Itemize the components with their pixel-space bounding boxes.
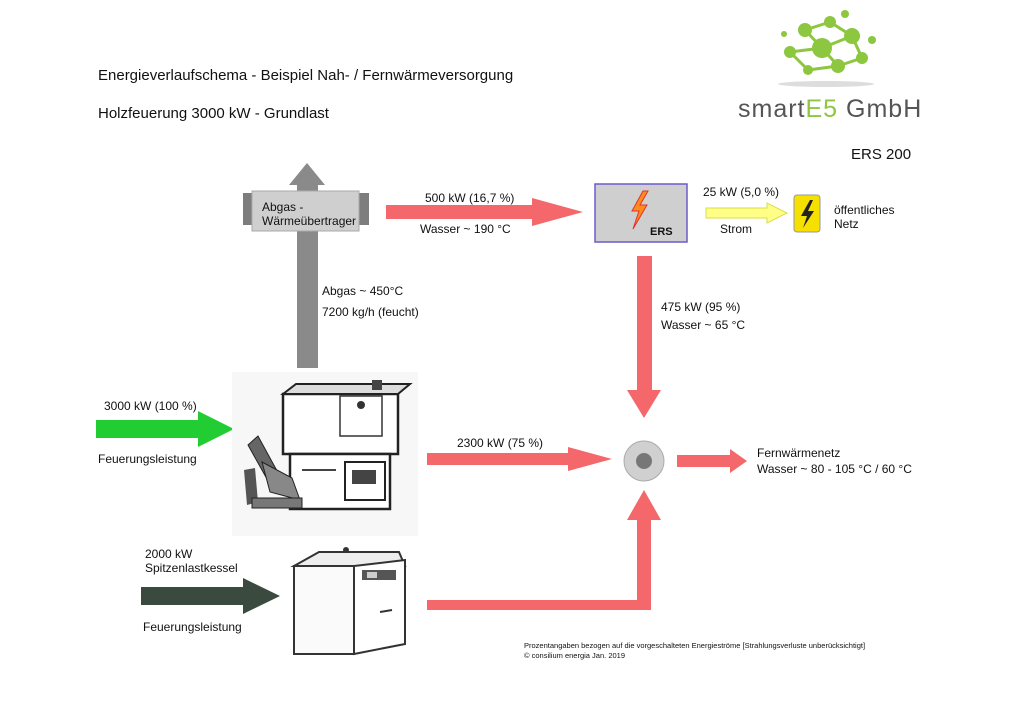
hx-to-ers-power: 500 kW (16,7 %) [425,191,515,205]
exhaust-mass: 7200 kg/h (feucht) [322,305,419,319]
peak-label: Feuerungsleistung [143,620,242,634]
footer-copyright: © consilium energia Jan. 2019 [524,651,626,660]
ers-to-grid-power: 25 kW (5,0 %) [703,185,780,199]
district-label: Fernwärmenetz [757,446,841,460]
grid-label: öffentliches Netz [834,203,895,232]
hx-to-ers-arrow [386,198,583,226]
exhaust-temp: Abgas ~ 450°C [322,284,404,298]
page-title: Energieverlaufschema - Beispiel Nah- / F… [98,67,514,84]
lightning-icon [793,194,821,233]
ers-to-grid-medium: Strom [720,222,753,236]
hx-to-ers-water: Wasser ~ 190 °C [420,222,511,236]
wood-boiler-image [232,372,418,536]
ers-down-water: Wasser ~ 65 °C [661,318,746,332]
hub-to-district-arrow [677,449,747,473]
page-subtitle: Holzfeuerung 3000 kW - Grundlast [98,105,329,122]
distribution-hub [623,440,665,482]
input-label: Feuerungsleistung [98,452,197,466]
model-label: ERS 200 [851,146,912,163]
boiler-to-hub-arrow [427,447,612,471]
peak-boiler-image [290,547,407,656]
ers-down-power: 475 kW (95 %) [661,300,741,314]
input-arrow [96,411,234,447]
ers-to-grid-arrow [705,202,789,224]
boiler-out-power: 2300 kW (75 %) [457,436,544,450]
peak-power: 2000 kW Spitzenlastkessel [145,547,238,576]
ers-label: ERS [650,226,673,238]
exhaust-hx-label: Abgas - Wärmeübertrager [262,200,357,229]
ers-down-arrow [627,256,661,418]
footer-note: Prozentangaben bezogen auf die vorgescha… [524,641,866,650]
district-water: Wasser ~ 80 - 105 °C / 60 °C [757,462,912,476]
exhaust-heat-exchanger [251,190,360,232]
input-power: 3000 kW (100 %) [104,399,197,413]
ers-flash-icon [631,190,649,230]
brand-name: smartE5 GmbH [738,95,923,123]
molecule-logo [778,10,876,87]
peak-to-hub-arrow [427,490,661,610]
peak-input-arrow [141,578,280,614]
